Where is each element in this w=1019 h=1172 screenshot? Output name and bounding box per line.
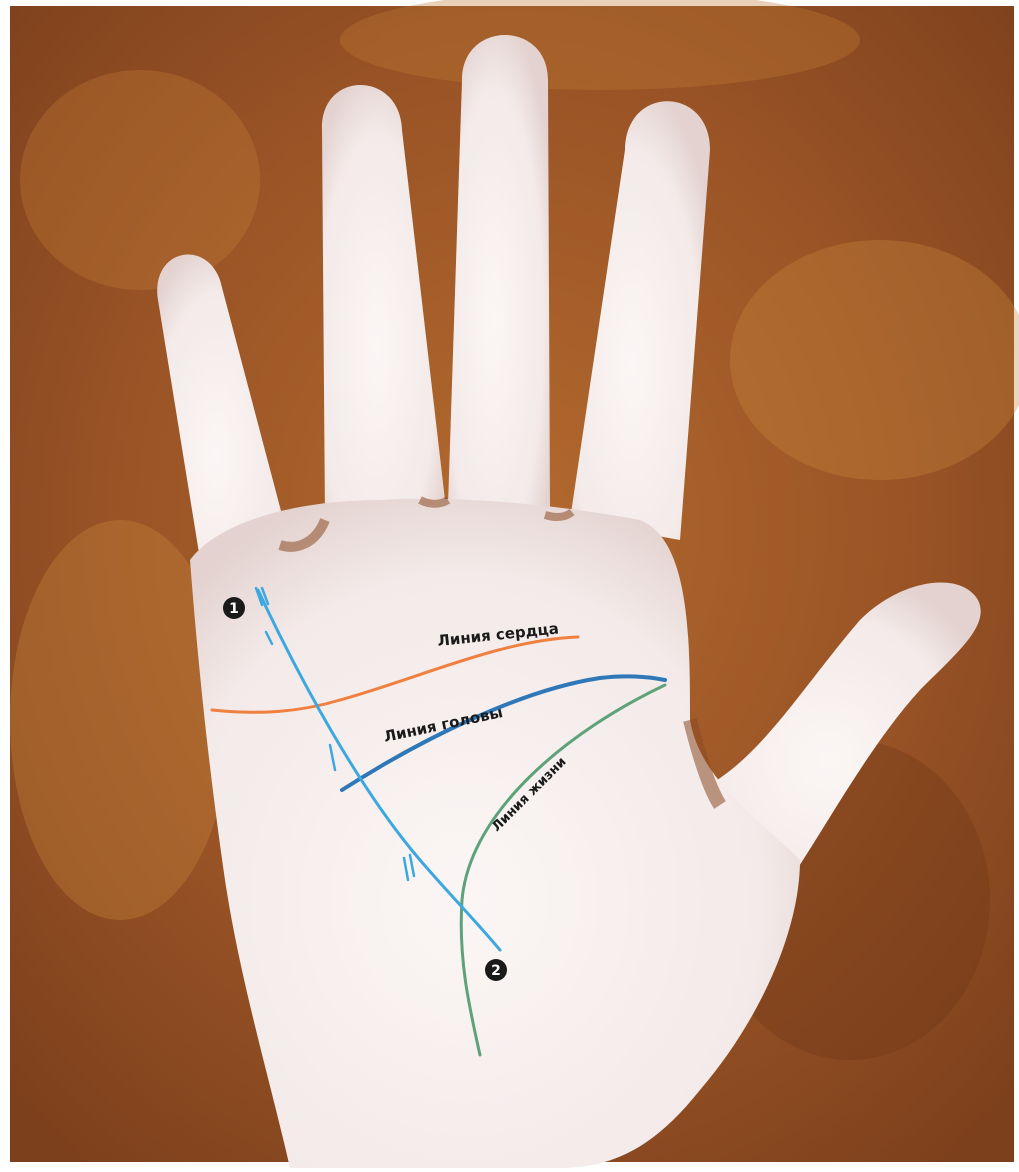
finger-gap-shadow-2 <box>420 500 448 504</box>
middle-finger <box>448 35 550 510</box>
marker-end-number: 2 <box>491 963 501 979</box>
marker-end: 2 <box>485 959 507 981</box>
marker-start-number: 1 <box>229 601 239 617</box>
marker-start: 1 <box>223 597 245 619</box>
